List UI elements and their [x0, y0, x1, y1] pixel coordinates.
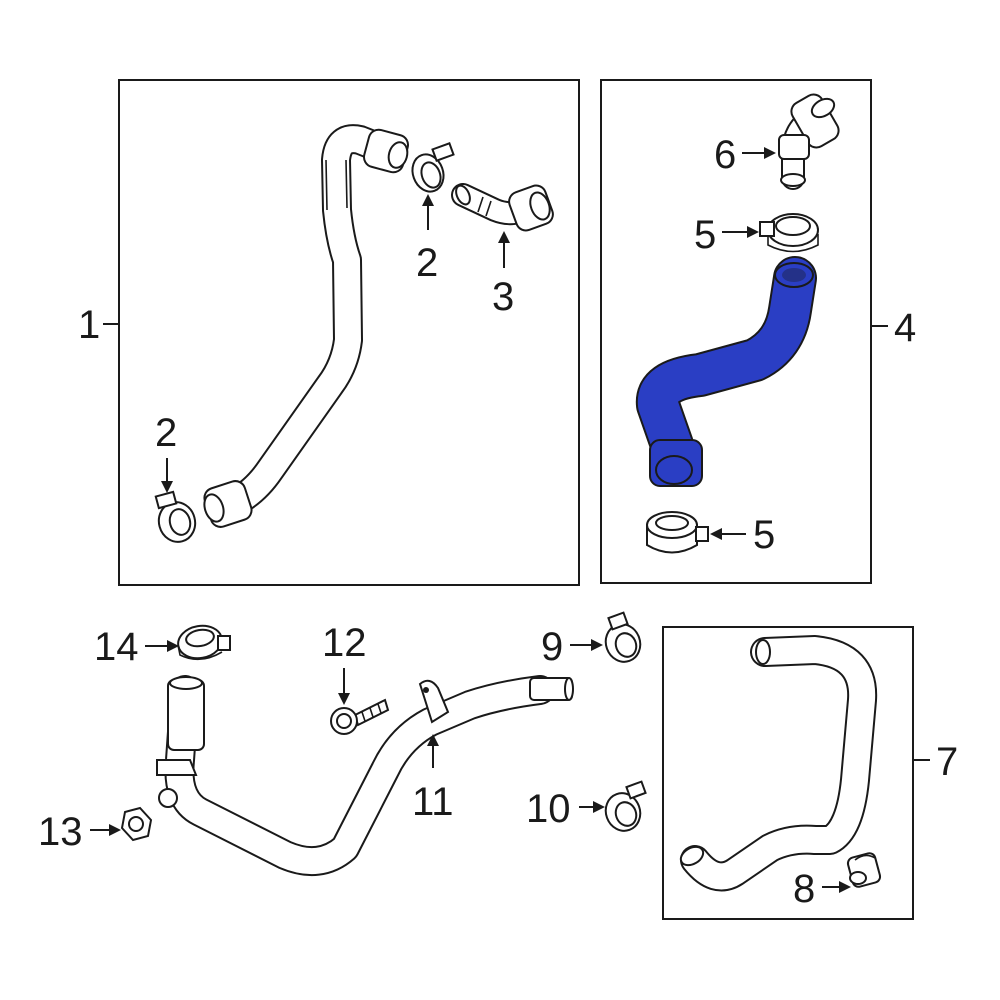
nut-part-13 [120, 806, 153, 842]
callout-14: 14 [94, 625, 139, 669]
callout-2-lower: 2 [155, 411, 177, 455]
callout-13: 13 [38, 810, 83, 854]
connector-part-3 [451, 183, 554, 232]
elbow-part-6 [778, 93, 840, 190]
group-box-4 [600, 79, 872, 584]
callout-9: 9 [541, 625, 563, 669]
callout-7: 7 [936, 740, 958, 784]
callout-2-upper: 2 [416, 241, 438, 285]
bolt-part-12 [330, 698, 390, 735]
callout-12: 12 [322, 621, 367, 665]
callout-10: 10 [526, 787, 571, 831]
clamp-part-14 [177, 624, 231, 661]
hose-part-4-highlighted [635, 256, 817, 487]
clamp-part-2-lower [154, 490, 197, 543]
callout-5-lower: 5 [753, 513, 775, 557]
callout-4: 4 [894, 306, 916, 350]
callout-8: 8 [793, 867, 815, 911]
tube-part-11 [156, 675, 574, 877]
group-box-1 [118, 79, 580, 586]
connector-part-8 [846, 852, 882, 888]
clamp-part-9 [604, 611, 642, 663]
group-box-7 [662, 626, 914, 920]
callout-3: 3 [492, 275, 514, 319]
callout-5-upper: 5 [694, 213, 716, 257]
callout-11: 11 [412, 780, 454, 824]
clamp-part-2-upper [411, 142, 455, 193]
clamp-part-5-lower [646, 511, 709, 554]
hose-part-7 [679, 635, 878, 892]
hose-part-1 [203, 124, 409, 528]
clamp-part-10 [604, 780, 647, 832]
callout-6: 6 [714, 133, 736, 177]
callout-1: 1 [78, 303, 100, 347]
clamp-part-5-upper [759, 213, 819, 253]
